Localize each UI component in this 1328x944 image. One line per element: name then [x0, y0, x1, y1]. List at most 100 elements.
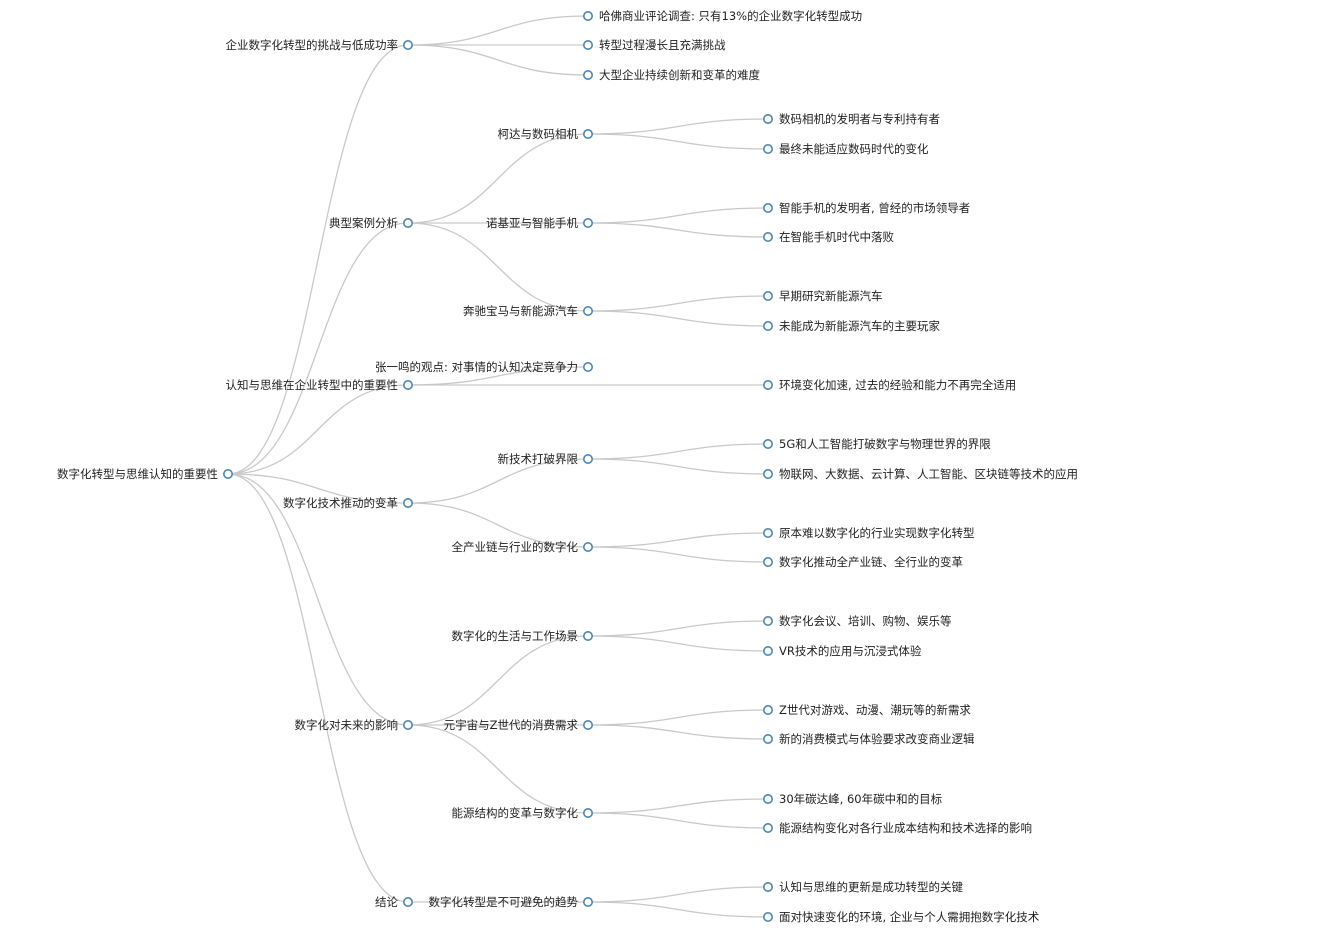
node-life-1[interactable]: 数字化会议、培训、购物、娱乐等: [762, 614, 952, 628]
node-challenges[interactable]: 企业数字化转型的挑战与低成功率: [226, 38, 413, 52]
node-toggle-circle[interactable]: [582, 70, 593, 81]
node-label: VR技术的应用与沉浸式体验: [779, 644, 922, 658]
node-toggle-circle[interactable]: [582, 453, 593, 464]
node-industry[interactable]: 全产业链与行业的数字化: [452, 540, 593, 554]
link-kodak-1: [587, 118, 769, 135]
node-meta[interactable]: 元宇宙与Z世代的消费需求: [444, 718, 593, 732]
node-label: 数字化的生活与工作场景: [452, 629, 579, 643]
node-meta-1[interactable]: Z世代对游戏、动漫、潮玩等的新需求: [762, 703, 972, 717]
node-challenges-1[interactable]: 哈佛商业评论调查: 只有13%的企业数字化转型成功: [582, 9, 862, 23]
node-conclusion[interactable]: 结论: [375, 895, 413, 909]
node-life[interactable]: 数字化的生活与工作场景: [452, 629, 593, 643]
node-toggle-circle[interactable]: [762, 615, 773, 626]
node-toggle-circle[interactable]: [762, 704, 773, 715]
node-toggle-circle[interactable]: [762, 114, 773, 125]
node-challenges-3[interactable]: 大型企业持续创新和变革的难度: [582, 68, 761, 82]
node-toggle-circle[interactable]: [582, 719, 593, 730]
node-toggle-circle[interactable]: [582, 361, 593, 372]
node-toggle-circle[interactable]: [402, 896, 413, 907]
node-benz-2[interactable]: 未能成为新能源汽车的主要玩家: [762, 319, 941, 333]
node-toggle-circle[interactable]: [762, 527, 773, 538]
node-newtech-1[interactable]: 5G和人工智能打破数字与物理世界的界限: [762, 437, 991, 451]
node-kodak-2[interactable]: 最终未能适应数码时代的变化: [762, 142, 929, 156]
link-kodak: [407, 133, 589, 224]
node-life-2[interactable]: VR技术的应用与沉浸式体验: [762, 644, 922, 658]
node-trend[interactable]: 数字化转型是不可避免的趋势: [429, 895, 593, 909]
node-toggle-circle[interactable]: [402, 379, 413, 390]
node-toggle-circle[interactable]: [582, 129, 593, 140]
node-meta-2[interactable]: 新的消费模式与体验要求改变商业逻辑: [762, 732, 975, 746]
link-nokia-1: [587, 207, 769, 224]
node-nokia-2[interactable]: 在智能手机时代中落败: [762, 230, 895, 244]
node-toggle-circle[interactable]: [402, 39, 413, 50]
link-newtech-2: [587, 458, 769, 475]
node-toggle-circle[interactable]: [762, 793, 773, 804]
node-toggle-circle[interactable]: [582, 11, 593, 21]
node-toggle-circle[interactable]: [762, 438, 773, 449]
node-label: 智能手机的发明者, 曾经的市场领导者: [779, 201, 970, 215]
link-newtech: [407, 458, 589, 504]
node-toggle-circle[interactable]: [762, 468, 773, 479]
node-benz[interactable]: 奔驰宝马与新能源汽车: [463, 304, 593, 318]
link-newtech-1: [587, 443, 769, 460]
node-label: 张一鸣的观点: 对事情的认知决定竞争力: [375, 360, 578, 374]
node-label: 认知与思维在企业转型中的重要性: [226, 378, 399, 392]
node-label: 未能成为新能源汽车的主要玩家: [779, 319, 940, 333]
node-toggle-circle[interactable]: [762, 556, 773, 567]
node-toggle-circle[interactable]: [762, 320, 773, 331]
node-toggle-circle[interactable]: [582, 896, 593, 907]
node-root[interactable]: 数字化转型与思维认知的重要性: [57, 467, 234, 481]
node-label: 新的消费模式与体验要求改变商业逻辑: [779, 732, 975, 746]
node-toggle-circle[interactable]: [762, 911, 773, 922]
node-label: 大型企业持续创新和变革的难度: [599, 68, 760, 82]
link-layer: [227, 15, 769, 918]
node-toggle-circle[interactable]: [402, 719, 413, 730]
link-conclusion: [227, 473, 409, 903]
node-label: 结论: [375, 895, 398, 909]
node-tech[interactable]: 数字化技术推动的变革: [283, 496, 413, 510]
node-trend-1[interactable]: 认知与思维的更新是成功转型的关键: [762, 880, 964, 894]
node-toggle-circle[interactable]: [762, 733, 773, 744]
node-challenges-2[interactable]: 转型过程漫长且充满挑战: [582, 38, 726, 52]
node-newtech-2[interactable]: 物联网、大数据、云计算、人工智能、区块链等技术的应用: [762, 467, 1078, 481]
node-toggle-circle[interactable]: [582, 807, 593, 818]
node-label: 物联网、大数据、云计算、人工智能、区块链等技术的应用: [779, 467, 1078, 481]
node-energy[interactable]: 能源结构的变革与数字化: [452, 806, 593, 820]
link-nokia-2: [587, 222, 769, 238]
node-label: 早期研究新能源汽车: [779, 289, 883, 303]
node-toggle-circle[interactable]: [762, 881, 773, 892]
node-toggle-circle[interactable]: [582, 541, 593, 552]
node-nokia-1[interactable]: 智能手机的发明者, 曾经的市场领导者: [762, 201, 971, 215]
node-toggle-circle[interactable]: [762, 645, 773, 656]
node-toggle-circle[interactable]: [762, 203, 773, 214]
node-toggle-circle[interactable]: [582, 305, 593, 316]
node-kodak-1[interactable]: 数码相机的发明者与专利持有者: [762, 112, 940, 126]
node-toggle-circle[interactable]: [402, 218, 413, 229]
node-toggle-circle[interactable]: [582, 218, 593, 229]
node-trend-2[interactable]: 面对快速变化的环境, 企业与个人需拥抱数字化技术: [762, 910, 1040, 924]
node-toggle-circle[interactable]: [762, 822, 773, 833]
node-energy-1[interactable]: 30年碳达峰, 60年碳中和的目标: [762, 792, 942, 806]
node-energy-2[interactable]: 能源结构变化对各行业成本结构和技术选择的影响: [762, 821, 1032, 835]
node-env[interactable]: 环境变化加速, 过去的经验和能力不再完全适用: [762, 378, 1017, 392]
node-zhang[interactable]: 张一鸣的观点: 对事情的认知决定竞争力: [375, 360, 593, 374]
node-toggle-circle[interactable]: [762, 232, 773, 243]
node-kodak[interactable]: 柯达与数码相机: [498, 127, 593, 141]
node-toggle-circle[interactable]: [762, 144, 773, 155]
node-industry-1[interactable]: 原本难以数字化的行业实现数字化转型: [762, 526, 975, 540]
node-toggle-circle[interactable]: [402, 497, 413, 508]
node-cognition[interactable]: 认知与思维在企业转型中的重要性: [226, 378, 413, 392]
node-toggle-circle[interactable]: [762, 290, 773, 301]
node-cases[interactable]: 典型案例分析: [329, 216, 413, 230]
node-layer: 数字化转型与思维认知的重要性 企业数字化转型的挑战与低成功率 哈佛商业评论调查: 只…: [57, 9, 1078, 924]
node-toggle-circle[interactable]: [223, 468, 234, 479]
node-benz-1[interactable]: 早期研究新能源汽车: [762, 289, 883, 303]
node-future[interactable]: 数字化对未来的影响: [295, 718, 413, 732]
node-nokia[interactable]: 诺基亚与智能手机: [486, 216, 593, 230]
node-toggle-circle[interactable]: [762, 379, 773, 390]
node-industry-2[interactable]: 数字化推动全产业链、全行业的变革: [762, 555, 963, 569]
node-newtech[interactable]: 新技术打破界限: [498, 452, 593, 466]
node-toggle-circle[interactable]: [582, 39, 593, 50]
node-toggle-circle[interactable]: [582, 630, 593, 641]
